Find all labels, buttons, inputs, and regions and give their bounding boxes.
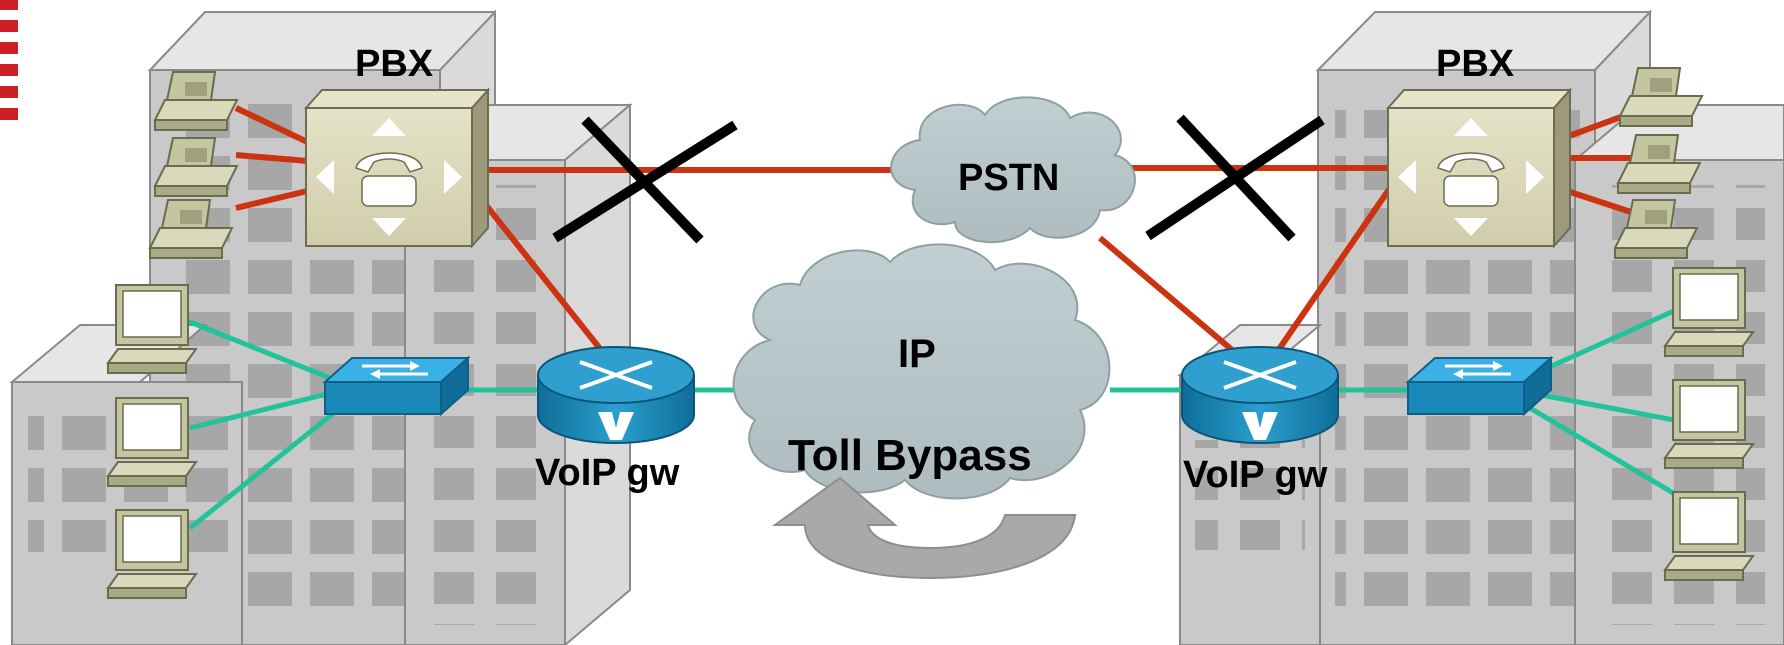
ip-label: IP (898, 332, 936, 376)
pstn-label: PSTN (958, 157, 1059, 199)
workstation-icon (106, 509, 198, 599)
voip-router-right-icon (1181, 346, 1339, 444)
telephone-icon (1616, 134, 1702, 194)
workstation-icon (1663, 267, 1755, 357)
voip-gw-right-label: VoIP gw (1183, 454, 1328, 496)
telephone-icon (153, 137, 239, 197)
workstation-icon (106, 284, 198, 374)
voip-gw-left-label: VoIP gw (535, 452, 680, 494)
bypass-arrow-icon (771, 476, 1077, 580)
switch-left-icon (322, 355, 471, 417)
toll-bypass-label: Toll Bypass (788, 431, 1032, 480)
ip-cloud-icon (732, 243, 1111, 500)
telephone-icon (153, 71, 239, 131)
telephone-icon (148, 199, 234, 259)
pstn-cloud-icon (890, 96, 1136, 244)
pbx-left-label: PBX (355, 43, 434, 85)
workstation-icon (1663, 491, 1755, 581)
workstation-icon (106, 397, 198, 487)
workstation-icon (1663, 379, 1755, 469)
brand-bar (0, 0, 18, 120)
switch-right-icon (1405, 355, 1554, 417)
blocked-x-right-icon (1145, 114, 1325, 242)
pbx-left-icon (303, 87, 491, 249)
blocked-x-left-icon (552, 116, 738, 244)
pbx-right-label: PBX (1436, 43, 1515, 85)
telephone-icon (1613, 199, 1699, 259)
voip-router-left-icon (537, 346, 695, 444)
pbx-right-icon (1385, 87, 1573, 249)
telephone-icon (1618, 67, 1704, 127)
